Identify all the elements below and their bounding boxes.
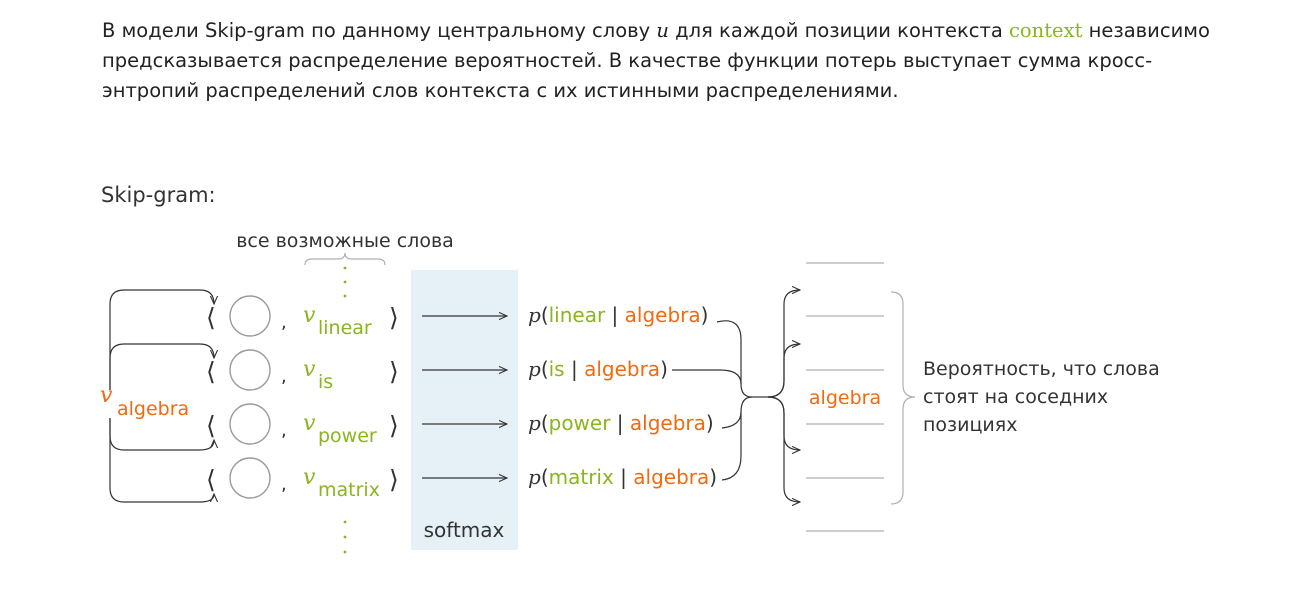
softmax-label: softmax — [424, 518, 505, 542]
row-matrix: ⟨ , v matrix ⟩ p(matrix | algebra) — [206, 457, 717, 501]
softmax-block — [411, 270, 518, 550]
center-loop-arrow — [109, 343, 214, 390]
merge-curves — [672, 320, 768, 481]
bracket-left: ⟨ — [206, 411, 216, 440]
skip-gram-title: Skip-gram: — [101, 183, 216, 207]
description-paragraph: В модели Skip-gram по данному центрально… — [102, 16, 1222, 106]
vocabulary-dots-bottom — [343, 520, 347, 554]
center-loop-arrow — [109, 289, 214, 390]
comma: , — [281, 366, 287, 387]
right-brace — [890, 291, 916, 505]
center-word-vector: v — [100, 383, 113, 408]
row-power: ⟨ , v power ⟩ p(power | algebra) — [206, 403, 714, 447]
variable-u: u — [656, 19, 669, 42]
comma: , — [281, 312, 287, 333]
paragraph-part-3: независимо предсказывается распределение… — [102, 19, 1210, 102]
word-vector-symbol: v — [303, 411, 316, 436]
bracket-left: ⟨ — [206, 303, 216, 332]
context-term: context — [1008, 19, 1083, 42]
paragraph-part-2: для каждой позиции контекста — [668, 19, 1009, 42]
probability-explanation: Вероятность, что слова стоят на соседних… — [923, 358, 1166, 436]
input-circle — [229, 457, 271, 499]
comma: , — [281, 474, 287, 495]
vocabulary-brace — [304, 252, 386, 266]
word-vector-symbol: v — [303, 303, 316, 328]
probability-power: p(power | algebra) — [528, 411, 714, 435]
bracket-right: ⟩ — [389, 411, 399, 440]
comma: , — [281, 420, 287, 441]
bracket-right: ⟩ — [389, 465, 399, 494]
word-vector-symbol: v — [303, 465, 316, 490]
center-loop-arrow-matrix — [109, 418, 214, 503]
all-words-label: все возможные слова — [236, 230, 454, 252]
word-vector-label: power — [318, 425, 377, 447]
word-vector-label: matrix — [318, 479, 380, 501]
word-vector-symbol: v — [303, 357, 316, 382]
context-slot-lines — [806, 262, 884, 532]
fan-out-arrows — [767, 290, 800, 502]
probability-is: p(is | algebra) — [528, 357, 668, 381]
bracket-right: ⟩ — [389, 303, 399, 332]
bracket-left: ⟨ — [206, 357, 216, 386]
probability-matrix: p(matrix | algebra) — [528, 465, 717, 489]
probability-linear: p(linear | algebra) — [528, 303, 708, 327]
row-is: ⟨ , v is ⟩ p(is | algebra) — [109, 343, 668, 393]
vocabulary-dots-top — [343, 266, 347, 298]
word-vector-label: linear — [318, 317, 372, 339]
paragraph-part-1: В модели Skip-gram по данному центрально… — [102, 19, 657, 42]
bracket-left: ⟨ — [206, 465, 216, 494]
center-word-label: algebra — [117, 398, 189, 420]
row-linear: ⟨ , v linear ⟩ p(linear | algebra) — [109, 289, 708, 390]
right-center-word: algebra — [809, 387, 881, 409]
center-loop-arrow-power — [109, 418, 214, 451]
word-vector-label: is — [318, 371, 333, 393]
input-circle — [229, 295, 271, 337]
bracket-right: ⟩ — [389, 357, 399, 386]
input-circle — [229, 403, 271, 445]
input-circle — [229, 349, 271, 391]
